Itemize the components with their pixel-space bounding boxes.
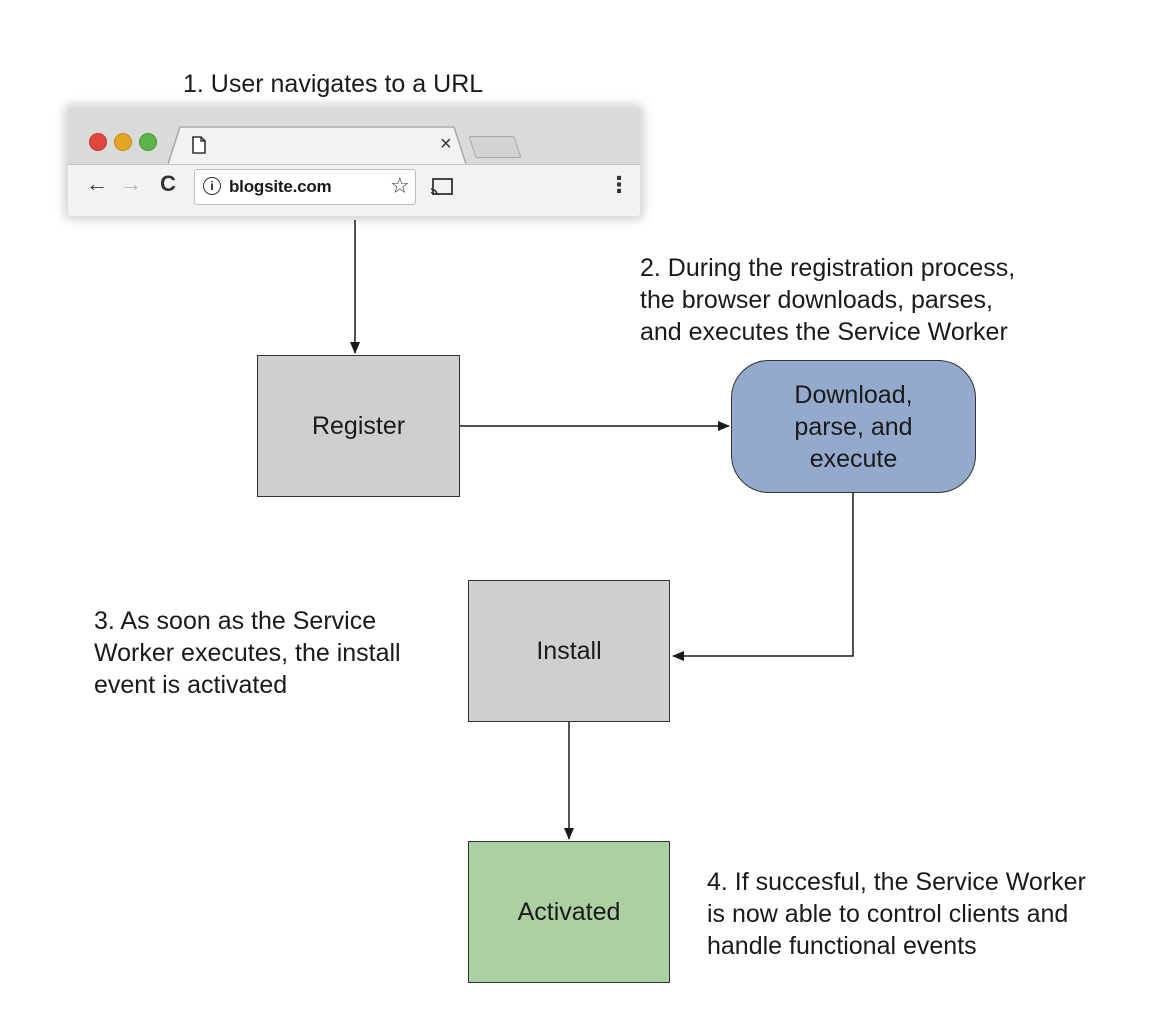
address-bar[interactable]: i blogsite.com ☆ [194,169,416,205]
download-label-line-3: execute [809,444,898,473]
step3-line-1: 3. As soon as the Service [94,607,377,635]
tab-outline [168,126,467,165]
step4-line-2: is now able to control clients and [707,900,1069,928]
step1-text: 1. User navigates to a URL [183,70,484,98]
forward-arrow-icon[interactable]: → [120,171,142,196]
back-arrow-icon[interactable]: ← [86,171,108,196]
download-parse-execute-box: Download, parse, and execute [731,360,976,493]
minimize-window-dot-icon[interactable] [114,133,132,151]
step4-note: 4. If succesful, the Service Worker is n… [707,866,1086,962]
star-icon[interactable]: ☆ [390,173,410,198]
address-bar-url: blogsite.com [229,177,332,196]
step3-note: 3. As soon as the Service Worker execute… [94,605,401,701]
cast-icon[interactable] [430,177,454,197]
info-icon[interactable]: i [203,177,221,195]
browser-window: × ← → C i blogsite.com ☆ ⋮ [68,108,640,216]
download-label-line-1: Download, [794,380,913,409]
step2-note: 2. During the registration process, the … [640,252,1015,348]
step3-line-3: event is activated [94,671,288,699]
close-icon[interactable]: × [440,133,452,155]
step2-line-1: 2. During the registration process, [640,254,1016,282]
step2-line-2: the browser downloads, parses, [640,286,993,314]
register-box: Register [257,355,460,497]
maximize-window-dot-icon[interactable] [139,133,157,151]
step1-note: 1. User navigates to a URL [183,68,483,100]
menu-icon[interactable]: ⋮ [608,172,630,197]
reload-icon[interactable]: C [160,171,176,196]
step4-line-1: 4. If succesful, the Service Worker [707,868,1086,896]
step3-line-2: Worker executes, the install [94,639,401,667]
browser-tab[interactable] [168,126,466,164]
page-icon [192,136,206,154]
step4-line-3: handle functional events [707,932,977,960]
arrow-download-to-install [672,493,854,661]
activated-box: Activated [468,841,670,983]
step2-line-3: and executes the Service Worker [640,318,1008,346]
activated-label: Activated [517,898,621,926]
close-window-dot-icon[interactable] [89,133,107,151]
download-label-line-2: parse, and [794,412,913,441]
install-label: Install [536,637,602,665]
register-label: Register [311,412,406,440]
install-box: Install [468,580,670,722]
